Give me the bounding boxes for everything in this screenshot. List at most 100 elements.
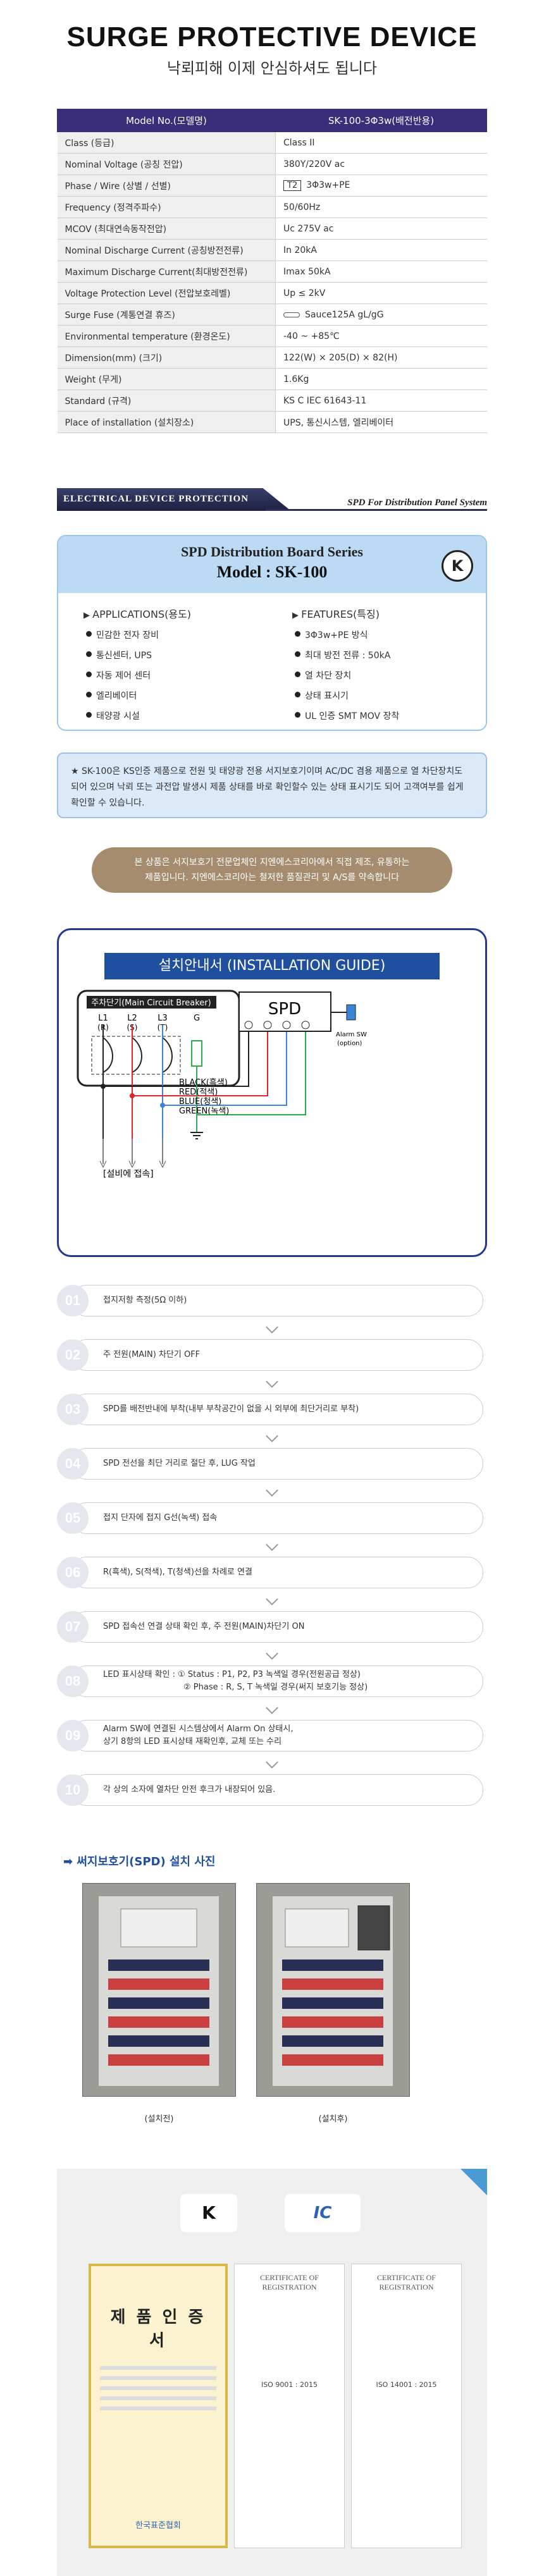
spec-key: Class (등급) <box>57 132 276 154</box>
photo-before <box>82 1883 236 2097</box>
alarm-label: Alarm SW <box>336 1031 367 1038</box>
chevron-down-icon <box>266 1430 278 1442</box>
wire-green <box>197 1031 306 1115</box>
spec-key: Weight (무게) <box>57 368 276 390</box>
alarm-switch <box>346 1004 356 1021</box>
wire-black <box>103 1031 249 1087</box>
step-text-line2: 상기 8항의 LED 표시상태 재확인후, 교체 또는 수리 <box>103 1737 282 1746</box>
iso2-title: CERTIFICATE OF REGISTRATION <box>377 2273 436 2291</box>
chevron-down-icon <box>266 1756 278 1769</box>
equipment-label: [설비에 접속] <box>103 1169 154 1179</box>
lab-mark-icon: IC <box>285 2194 361 2232</box>
maker-note: 본 상품은 서지보호기 전문업체인 지엔에스코리아에서 직접 제조, 유통하는 … <box>92 847 452 893</box>
step-text: Alarm SW에 연결된 시스템상에서 Alarm On 상태시, 상기 8항의… <box>71 1720 483 1751</box>
step-text: 접지 단자에 접지 G선(녹색) 접속 <box>71 1502 483 1534</box>
breaker-label: 주차단기(Main Circuit Breaker) <box>91 998 211 1008</box>
step-text-line1: Alarm SW에 연결된 시스템상에서 Alarm On 상태시, <box>103 1724 294 1734</box>
wire-label-blue: BLUE(청색) <box>179 1097 221 1107</box>
spec-head-key: Model No.(모델명) <box>57 109 276 132</box>
spec-row: Place of installation (설치장소)UPS, 통신시스템, … <box>57 411 487 433</box>
step-text: 접지저항 측정(5Ω 이하) <box>71 1285 483 1316</box>
spec-row: Nominal Voltage (공칭 전압)380Y/220V ac <box>57 153 487 175</box>
spec-row: Environmental temperature (환경온도)-40 ~ +8… <box>57 325 487 347</box>
series-line1: SPD Distribution Board Series <box>181 544 363 560</box>
certificate-title: 제 품 인 증 서 <box>110 2308 206 2350</box>
page-subtitle: 낙뢰피해 이제 안심하셔도 됩니다 <box>166 59 377 77</box>
step-text-line2: ② Phase : R, S, T 녹색일 경우(써지 보호기능 정상) <box>183 1683 368 1692</box>
spec-key: Place of installation (설치장소) <box>57 411 276 433</box>
list-item: 3Φ3w+PE 방식 <box>292 629 399 641</box>
breaker-switches <box>91 1036 181 1075</box>
photo-after <box>256 1883 410 2097</box>
spec-val: 380Y/220V ac <box>275 153 487 175</box>
section-banner: ELECTRICAL DEVICE PROTECTION SPD For Dis… <box>57 488 487 511</box>
spec-val: Imax 50kA <box>275 261 487 283</box>
phase-g: G <box>194 1014 200 1023</box>
spec-row: Surge Fuse (계통연결 휴즈)Sauce125A gL/gG <box>57 304 487 326</box>
photos-title: ➡ 써지보호기(SPD) 설치 사진 <box>63 1855 216 1868</box>
chevron-down-icon <box>266 1538 278 1551</box>
spec-key: Dimension(mm) (크기) <box>57 347 276 369</box>
spec-table: Model No.(모델명) SK-100-3Φ3w(배전반용) Class (… <box>57 109 487 433</box>
photos-title-text: 써지보호기(SPD) 설치 사진 <box>77 1855 216 1868</box>
spec-head-val: SK-100-3Φ3w(배전반용) <box>275 109 487 132</box>
list-item: 태양광 시설 <box>83 709 191 722</box>
chevron-down-icon <box>266 1375 278 1388</box>
chevron-down-icon <box>266 1321 278 1334</box>
phase-l1: L1 <box>98 1014 108 1023</box>
ground-terminal <box>191 1040 202 1067</box>
applications-list: APPLICATIONS(용도) 민감한 전자 장비 통신센터, UPS 자동 … <box>83 606 191 730</box>
wiring-diagram: 주차단기(Main Circuit Breaker) L1 L2 L3 G (R… <box>77 990 367 1179</box>
spec-key: Nominal Discharge Current (공칭방전전류) <box>57 239 276 261</box>
step-text: SPD 전선을 최단 거리로 절단 후, LUG 작업 <box>71 1448 483 1480</box>
product-certificate: 제 품 인 증 서 한국표준협회 <box>89 2264 228 2548</box>
step-number: 01 <box>57 1285 89 1316</box>
switch-contacts <box>102 1037 173 1073</box>
wire-label-green: GREEN(녹색) <box>179 1107 229 1116</box>
step-text: 각 상의 소자에 열차단 안전 후크가 내장되어 있음. <box>71 1774 483 1806</box>
list-item: UL 인증 SMT MOV 장착 <box>292 709 399 722</box>
chevron-down-icon <box>266 1702 278 1714</box>
step-number: 02 <box>57 1339 89 1371</box>
spec-val: 3Φ3w+PE <box>306 180 350 190</box>
banner-left-text: ELECTRICAL DEVICE PROTECTION <box>63 494 249 504</box>
spec-val: 122(W) × 205(D) × 82(H) <box>275 347 487 369</box>
phase-l3: L3 <box>158 1014 168 1023</box>
step-number: 05 <box>57 1502 89 1534</box>
wire-red <box>132 1031 268 1096</box>
spec-key: Standard (규격) <box>57 389 276 412</box>
step-text: SPD를 배전반내에 부착(내부 부착공간이 없을 시 외부에 최단거리로 부착… <box>71 1394 483 1425</box>
page-title: SURGE PROTECTIVE DEVICE <box>66 21 478 52</box>
spec-row: Frequency (정격주파수)50/60Hz <box>57 196 487 218</box>
spec-row: Class (등급)Class II <box>57 132 487 154</box>
banner-line <box>266 509 487 511</box>
panel-photo-image <box>99 1896 219 2086</box>
spec-key: MCOV (최대연속동작전압) <box>57 218 276 240</box>
list-item: 엘리베이터 <box>83 689 191 702</box>
iso2-number: ISO 14001 : 2015 <box>376 2381 437 2389</box>
step-number: 08 <box>57 1665 89 1697</box>
guide-title: 설치안내서 (INSTALLATION GUIDE) <box>104 953 440 979</box>
spec-val: Class II <box>275 132 487 154</box>
step-number: 09 <box>57 1720 89 1751</box>
alarm-option: (option) <box>337 1040 362 1047</box>
step-number: 03 <box>57 1394 89 1425</box>
series-header: SPD Distribution Board Series Model : SK… <box>58 536 486 593</box>
step-number: 04 <box>57 1448 89 1480</box>
spec-row: Standard (규격)KS C IEC 61643-11 <box>57 389 487 412</box>
spec-row: Maximum Discharge Current(최대방전전류)Imax 50… <box>57 261 487 283</box>
list-item: 자동 제어 센터 <box>83 669 191 682</box>
breaker-label-bg <box>87 996 216 1009</box>
spec-key: Phase / Wire (상별 / 선별) <box>57 175 276 197</box>
spec-val: In 20kA <box>275 239 487 261</box>
iso-certificate-2: CERTIFICATE OF REGISTRATION ISO 14001 : … <box>351 2264 462 2548</box>
photo-before-caption: (설치전) <box>144 2114 174 2124</box>
photo-after-caption: (설치후) <box>318 2114 348 2124</box>
spec-val: -40 ~ +85℃ <box>275 325 487 347</box>
spec-val: 50/60Hz <box>275 196 487 218</box>
iso1-title: CERTIFICATE OF REGISTRATION <box>260 2273 319 2291</box>
